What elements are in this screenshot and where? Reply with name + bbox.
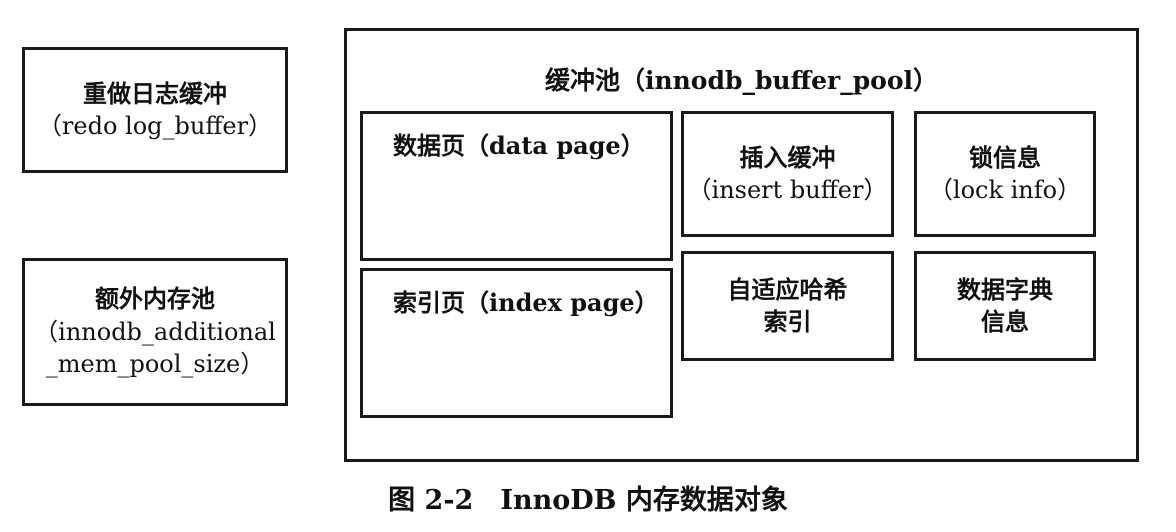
additional-mem-pool-english-line1: （innodb_additional [34, 317, 276, 346]
lock-info-name: 锁信息 [969, 142, 1041, 172]
data-page-box: 数据页（data page） [360, 111, 673, 261]
data-dictionary-line1: 数据字典 [957, 274, 1053, 304]
additional-mem-pool-english-line2: _mem_pool_size） [45, 350, 265, 379]
redo-log-buffer-name: 重做日志缓冲 [83, 78, 227, 108]
additional-mem-pool-name: 额外内存池 [95, 284, 215, 314]
insert-buffer-name: 插入缓冲 [739, 142, 836, 172]
adaptive-hash-index-box: 自适应哈希 索引 [681, 251, 894, 361]
insert-buffer-english: （insert buffer） [687, 176, 888, 204]
data-dictionary-box: 数据字典 信息 [914, 251, 1096, 361]
redo-log-buffer-english: （redo log_buffer） [37, 112, 273, 140]
lock-info-box: 锁信息 （lock info） [914, 111, 1096, 237]
adaptive-hash-index-line2: 索引 [763, 307, 812, 336]
adaptive-hash-index-line1: 自适应哈希 [727, 274, 848, 304]
buffer-pool-title: 缓冲池（innodb_buffer_pool） [544, 66, 939, 95]
data-page-label: 数据页（data page） [393, 131, 645, 160]
data-dictionary-line2: 信息 [981, 307, 1029, 336]
index-page-box: 索引页（index page） [360, 268, 673, 418]
figure-caption: 图 2-2 InnoDB 内存数据对象 [388, 485, 788, 516]
lock-info-english: （lock info） [928, 176, 1082, 204]
additional-mem-pool-box: 额外内存池 （innodb_additional _mem_pool_size） [22, 258, 288, 406]
insert-buffer-box: 插入缓冲 （insert buffer） [681, 111, 894, 237]
redo-log-buffer-box: 重做日志缓冲 （redo log_buffer） [22, 47, 288, 173]
index-page-label: 索引页（index page） [393, 288, 659, 317]
